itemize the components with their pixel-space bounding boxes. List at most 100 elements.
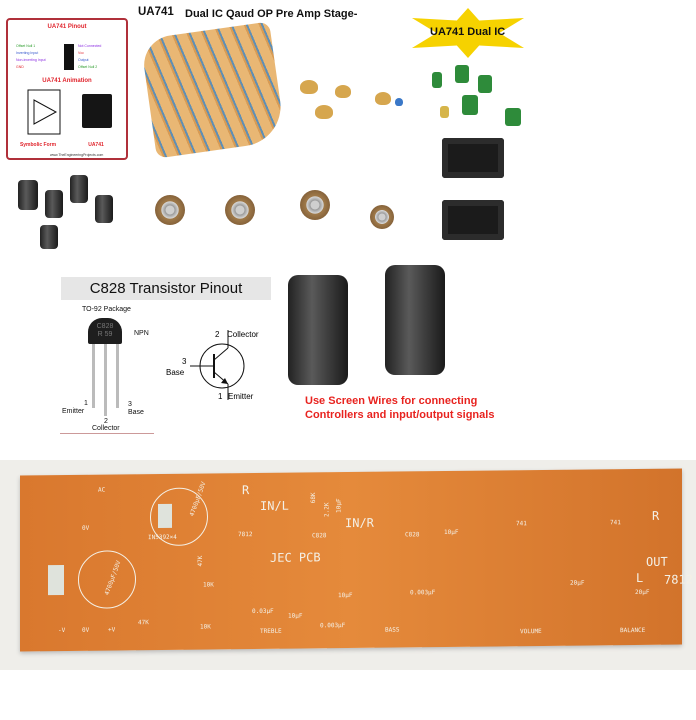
pcb-label: IN5392×4 <box>148 533 177 542</box>
potentiometer-image <box>370 205 394 229</box>
pcb-label: C828 <box>312 532 327 540</box>
pcb-label: BALANCE <box>620 626 646 635</box>
marking: R 59 <box>97 331 113 338</box>
electrolytic-capacitor-image <box>40 225 58 249</box>
pcb-label: 741 <box>610 519 621 527</box>
pcb-label: L <box>636 570 644 586</box>
pcb-label: AC <box>98 486 106 494</box>
pcb-label: 68K <box>309 492 317 504</box>
divider <box>60 433 154 434</box>
pcb-label: 0.003µF <box>320 622 346 630</box>
pin-number: 1 <box>218 392 223 401</box>
pin-number: 2 <box>215 330 220 339</box>
emitter-label: Emitter <box>62 408 85 415</box>
pcb-label-in-r: IN/R <box>345 515 374 531</box>
base-label: Base <box>128 409 144 416</box>
film-capacitor-image <box>505 108 521 126</box>
collector-label: Collector <box>92 425 120 432</box>
film-capacitor-image <box>455 65 469 83</box>
pin-label: GND <box>16 65 24 69</box>
pcb-board-image: 4700µF/50V 4700µF/50V AC IN5392×4 7812 0… <box>20 468 693 652</box>
pin-number: 3 <box>128 401 132 408</box>
pcb-label: 7812 <box>238 531 253 539</box>
part-number: UA741 <box>138 6 174 18</box>
pin-label: Vcc <box>78 51 84 55</box>
ic-chip-icon <box>64 44 74 70</box>
pcb-label: 10µF <box>335 498 343 513</box>
pin-label: Offset Null 1 <box>16 44 36 48</box>
ceramic-capacitor-image <box>335 85 351 98</box>
pcb-label: 10K <box>203 581 214 589</box>
pcb-label: VOLUME <box>520 628 542 636</box>
pcb-label: C828 <box>405 531 420 539</box>
lead <box>116 344 119 408</box>
marking: C828 <box>96 323 114 330</box>
potentiometer-image <box>155 195 185 225</box>
pin-label: Non-inverting Input <box>16 58 46 62</box>
pcb-label: 20µF <box>570 579 585 587</box>
npn-symbol-icon <box>190 330 245 400</box>
film-capacitor-image <box>462 95 478 115</box>
ic-package-icon <box>82 94 112 128</box>
card-title: UA741 Pinout <box>47 24 87 30</box>
emitter-label: Emitter <box>228 392 254 401</box>
lead <box>104 344 107 416</box>
pcb-label-in-l: IN/L <box>260 498 289 513</box>
potentiometer-image <box>225 195 255 225</box>
electrolytic-capacitor-image <box>70 175 88 203</box>
note-line-2: Controllers and input/output signals <box>305 409 495 421</box>
symbolic-label: Symbolic Form <box>19 142 57 148</box>
transistor-body-image: C828 R 59 <box>88 318 122 344</box>
pcb-label: 20µF <box>635 588 650 597</box>
pcb-label: 741 <box>516 520 527 528</box>
pcb-label: TREBLE <box>260 627 282 635</box>
pcb-label: 2.2K <box>323 502 331 518</box>
pcb-label: 10µF <box>444 528 459 537</box>
pad <box>158 503 172 529</box>
ceramic-capacitor-image <box>395 98 403 106</box>
npn-label: NPN <box>134 330 149 337</box>
pin-label: Not Connected <box>78 44 102 48</box>
pin-number: 2 <box>104 418 108 425</box>
pcb-label-out: OUT <box>646 554 668 569</box>
ceramic-capacitor-image <box>315 105 333 119</box>
film-capacitor-image <box>432 72 442 88</box>
ic-socket-image <box>442 200 504 240</box>
card-subtitle: UA741 Animation <box>42 78 92 84</box>
pcb-label: 10µF <box>288 612 303 620</box>
pcb-label: 10K <box>200 623 211 631</box>
pcb-brand: JEC PCB <box>270 550 321 565</box>
pcb-label: 0.03µF <box>252 607 274 616</box>
pin-label: Output <box>78 58 89 62</box>
electrolytic-capacitor-image <box>95 195 113 223</box>
note-line-1: Use Screen Wires for connecting <box>305 395 478 407</box>
pcb-label: 0V <box>82 626 90 634</box>
pin-label: Inverting Input <box>16 51 39 55</box>
large-capacitor-image <box>385 265 445 375</box>
pcb-label: 7812 <box>664 572 693 587</box>
base-label: Base <box>166 368 185 377</box>
resistor-pack-image <box>140 21 286 159</box>
pin-number: 1 <box>84 400 88 407</box>
package-label: TO-92 Package <box>82 306 131 313</box>
pcb-label: 10µF <box>338 591 353 600</box>
electrolytic-capacitor-image <box>45 190 63 218</box>
pcb-label: 47K <box>196 555 204 567</box>
pcb-label: -V <box>58 626 66 635</box>
electrolytic-capacitor-image <box>18 180 38 210</box>
ua741-pinout-card: UA741 Pinout Offset Null 1 Inverting Inp… <box>6 18 128 160</box>
transistor-pinout-title: C828 Transistor Pinout <box>61 277 271 300</box>
pcb-label: 0.003µF <box>410 589 436 597</box>
ceramic-capacitor-image <box>375 92 391 105</box>
collector-label: Collector <box>227 330 259 339</box>
pcb-label: R <box>242 483 250 498</box>
ceramic-capacitor-image <box>300 80 318 94</box>
pcb-label: R <box>652 508 660 523</box>
film-capacitor-image <box>440 106 449 118</box>
pad <box>48 565 64 596</box>
ic-socket-image <box>442 138 504 178</box>
pcb-label: 0V <box>82 524 90 532</box>
pcb-label: 47K <box>138 619 149 627</box>
website-text: www.TheEngineeringProjects.com <box>50 153 104 157</box>
pcb-label: BASS <box>385 626 400 634</box>
